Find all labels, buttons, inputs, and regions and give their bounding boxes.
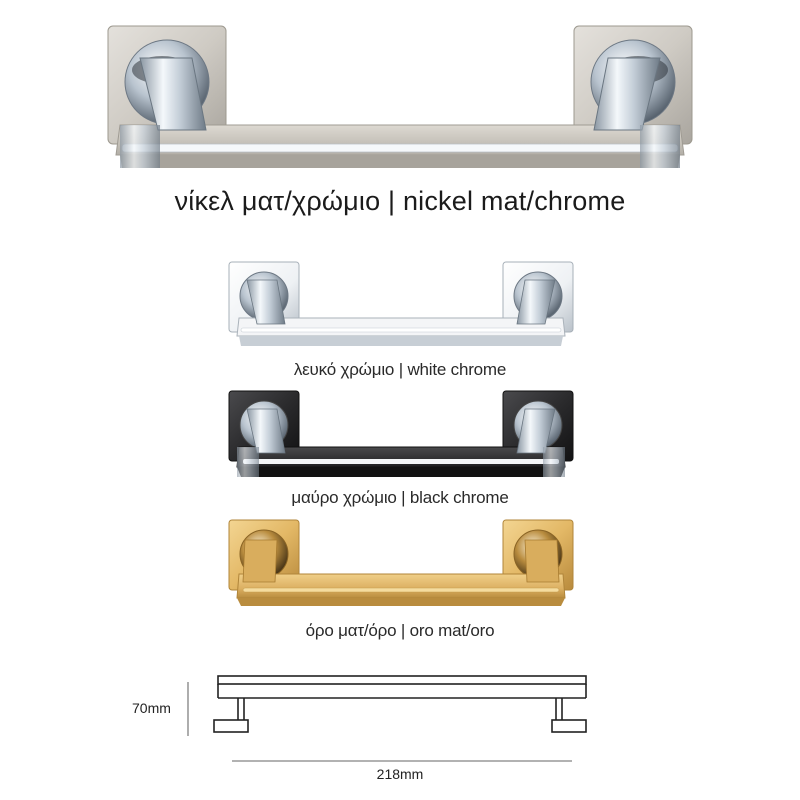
finish-caption: νίκελ ματ/χρώμιο | nickel mat/chrome: [174, 186, 626, 216]
finish-caption: λευκό χρώμιο | white chrome: [293, 360, 507, 379]
handle-image-nickel-mat-chrome: [107, 25, 693, 168]
width-dimension-label: 218mm: [376, 766, 424, 782]
handle-image-black-chrome: [228, 390, 574, 477]
finish-caption: μαύρο χρώμιο | black chrome: [291, 488, 509, 507]
handle-image-white-chrome: [228, 261, 574, 346]
handle-line-drawing: [187, 675, 587, 762]
handle-image-oro-mat-oro: [228, 519, 574, 606]
finish-caption: όρο ματ/όρο | oro mat/oro: [305, 621, 495, 640]
height-dimension-label: 70mm: [132, 700, 171, 716]
